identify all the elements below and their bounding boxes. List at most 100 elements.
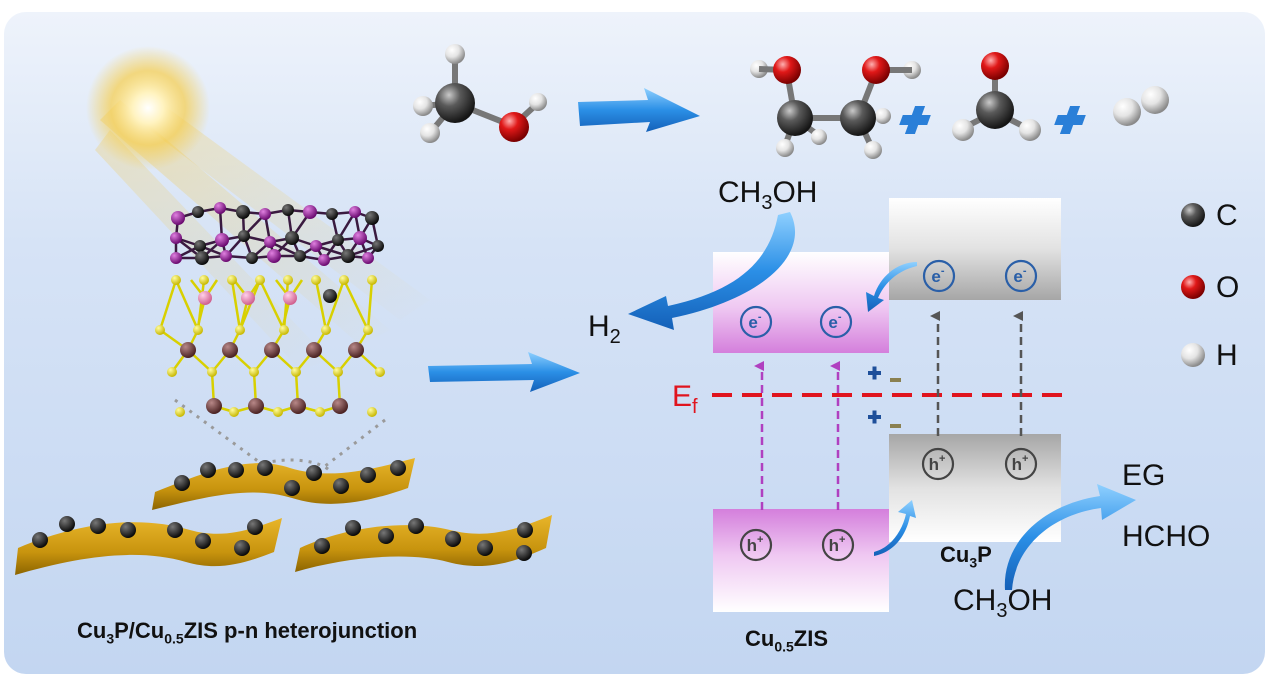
fermi-level-label-sub: f (692, 396, 698, 418)
heterojunction-label-mid: P/Cu (114, 618, 165, 643)
electron-transfer-arrow (866, 262, 917, 312)
atom-ball (207, 367, 217, 377)
hole-icon-text: h+ (929, 453, 946, 474)
atom-ball (180, 342, 196, 358)
atom-ball (195, 251, 209, 265)
hole-icon: h+ (921, 447, 955, 481)
atom-ball (229, 407, 239, 417)
legend-oxygen-label: O (1216, 271, 1240, 304)
nanoparticle (200, 462, 216, 478)
cuzis-valence-band (713, 509, 889, 612)
heterojunction-label-suffix: ZIS p-n heterojunction (183, 618, 418, 643)
cuzis-label: Cu0.5ZIS (745, 626, 828, 654)
cu3p-label-main: Cu (940, 542, 970, 567)
bond-line (158, 279, 178, 331)
atom-ball (294, 250, 306, 262)
electron-icon-charge: - (758, 311, 762, 323)
heterojunction-label-prefix: Cu (77, 618, 107, 643)
arrow-to-band-diagram (428, 352, 580, 392)
nanoparticle (516, 545, 532, 561)
hole-icon-charge: + (1022, 453, 1028, 465)
electron-icon-symbol: e (1013, 267, 1022, 286)
atom-ball (222, 342, 238, 358)
product-hcho: HCHO (1122, 520, 1211, 553)
atom-ball (363, 325, 373, 335)
cu3p-valence-band (889, 434, 1061, 542)
hole-icon-symbol: h (929, 455, 939, 474)
atom-ball (326, 208, 338, 220)
atom-ball (333, 367, 343, 377)
h2-evolution-arrow (628, 212, 796, 330)
nanoparticle (32, 532, 48, 548)
nanoparticle (195, 533, 211, 549)
atom-ball (171, 275, 181, 285)
plus-charge-icon (868, 410, 881, 424)
legend-carbon-label: C (1216, 199, 1238, 232)
nanoparticle (517, 522, 533, 538)
reaction-arrow-top (578, 88, 700, 132)
reactant-methanol-bottom-main: CH (953, 584, 997, 617)
atom-ball (315, 407, 325, 417)
atom-ball (255, 275, 265, 285)
atom-ball (215, 233, 229, 247)
reactant-methanol-top: CH3OH (718, 176, 817, 215)
atom-ball (227, 275, 237, 285)
electron-icon: e- (819, 305, 853, 339)
reactant-methanol-top-main: CH (718, 176, 762, 209)
atom-ball (311, 275, 321, 285)
formaldehyde-molecule (952, 52, 1041, 141)
atom-ball (285, 231, 299, 245)
hole-icon-charge: + (839, 534, 845, 546)
electron-icon-text: e- (748, 311, 761, 332)
atom-ball (220, 250, 232, 262)
plus-charge-icon (868, 366, 881, 380)
nanoparticle (314, 538, 330, 554)
atom-ball (194, 240, 206, 252)
cuzis-label-main: Cu (745, 626, 775, 651)
hydrogen-molecule (1113, 86, 1169, 126)
reactant-methanol-bottom: CH3OH (953, 584, 1052, 623)
atom-ball (321, 325, 331, 335)
minus-charge-icon (890, 424, 901, 428)
bond-line (366, 279, 374, 331)
h2-label-main: H (588, 310, 610, 343)
product-eg: EG (1122, 459, 1166, 492)
electron-icon-symbol: e (828, 313, 837, 332)
interface-charges (868, 366, 901, 428)
electron-icon-text: e- (931, 265, 944, 286)
h2-label-sub: 2 (609, 326, 621, 348)
atom-ball (241, 291, 255, 305)
electron-icon-text: e- (828, 311, 841, 332)
atom-ball (339, 275, 349, 285)
nanoparticle (228, 462, 244, 478)
atom-ball (282, 204, 294, 216)
nanosheet-right (295, 515, 552, 572)
atom-ball (267, 249, 281, 263)
hole-icon-symbol: h (1012, 455, 1022, 474)
fermi-level-label-main: E (672, 380, 693, 413)
nanoparticle (167, 522, 183, 538)
hole-icon-text: h+ (1012, 453, 1029, 474)
electron-icon-charge: - (941, 265, 945, 277)
hole-icon: h+ (821, 528, 855, 562)
atom-ball (198, 291, 212, 305)
nanosheet-left (15, 518, 282, 575)
heterojunction-label-sub2: 0.5 (164, 630, 184, 647)
atom-ball (318, 254, 330, 266)
nanoparticle (120, 522, 136, 538)
atom-ball (167, 367, 177, 377)
atom-ball (367, 407, 377, 417)
bond-line (314, 279, 328, 331)
atom-ball (362, 252, 374, 264)
nanoparticle (445, 531, 461, 547)
atom-ball (246, 252, 258, 264)
atom-ball (236, 205, 250, 219)
fermi-level-label: Ef (672, 380, 698, 419)
atom-ball (235, 325, 245, 335)
nanoparticle (284, 480, 300, 496)
plus-icon (1054, 106, 1086, 134)
hole-icon-charge: + (939, 453, 945, 465)
atom-ball (332, 234, 344, 246)
